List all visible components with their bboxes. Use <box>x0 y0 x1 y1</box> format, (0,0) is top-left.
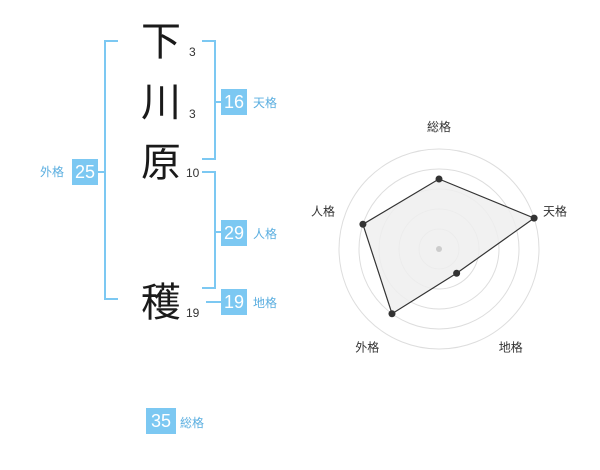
stroke-count-3: 10 <box>186 166 200 180</box>
stroke-count-2: 3 <box>189 107 196 121</box>
radar-center <box>436 246 442 252</box>
jinkaku-label: 人格 <box>253 227 278 241</box>
tenkaku-badge: 16 <box>221 89 247 115</box>
chikaku-label: 地格 <box>253 296 278 310</box>
stroke-count-4: 19 <box>186 306 200 320</box>
name-char-2: 川 <box>141 80 181 126</box>
radar-point-4 <box>388 310 396 318</box>
gaikaku-label: 外格 <box>40 165 65 179</box>
radar-area <box>362 178 536 315</box>
gaikaku-connector <box>94 171 104 173</box>
name-char-4: 穫 <box>141 280 181 326</box>
radar-point-2 <box>530 214 538 222</box>
tenkaku-bracket <box>202 40 216 160</box>
jinkaku-connector <box>214 231 222 233</box>
chikaku-connector <box>206 301 222 303</box>
stroke-count-1: 3 <box>189 45 196 59</box>
tenkaku-connector <box>214 101 222 103</box>
tenkaku-label: 天格 <box>253 96 278 110</box>
jinkaku-bracket <box>202 171 216 289</box>
name-char-1: 下 <box>141 19 181 65</box>
radar-point-1 <box>435 175 443 183</box>
radar-axis-label-2: 天格 <box>543 203 567 218</box>
radar-ring-4 <box>358 168 520 330</box>
gaikaku-badge: 25 <box>72 159 98 185</box>
chikaku-badge: 19 <box>221 289 247 315</box>
radar-axis-label-1: 総格 <box>427 119 451 134</box>
radar-point-3 <box>453 269 461 277</box>
jinkaku-badge: 29 <box>221 220 247 246</box>
radar-axis-label-3: 地格 <box>499 340 523 355</box>
radar-axis-label-4: 外格 <box>355 340 379 355</box>
name-char-3: 原 <box>141 140 181 186</box>
soukaku-badge: 35 <box>146 408 176 434</box>
radar-point-5 <box>359 220 367 228</box>
soukaku-label: 総格 <box>180 416 205 430</box>
radar-axis-label-5: 人格 <box>311 203 335 218</box>
gaikaku-bracket <box>104 40 118 300</box>
